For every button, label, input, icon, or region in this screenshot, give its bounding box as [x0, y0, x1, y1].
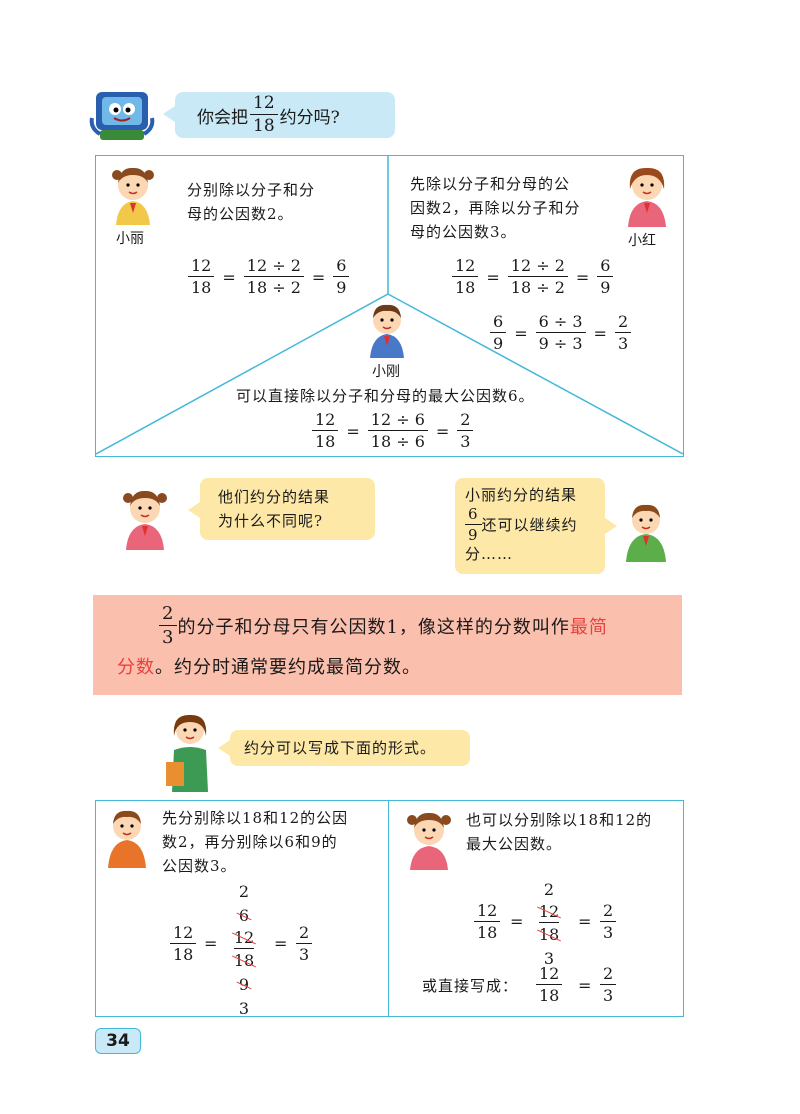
bottom-left-stack: 2 6 12 18 9 3	[233, 882, 255, 1018]
definition-term1: 最简	[569, 617, 608, 638]
xiaohong-avatar	[620, 163, 674, 227]
xiaogang-avatar	[362, 300, 412, 358]
bottom-left-equals-1: =	[204, 934, 218, 953]
definition-part1: 的分子和分母只有公因数1，像这样的分数叫作	[177, 617, 570, 638]
question-why-bubble: 他们约分的结果 为什么不同呢?	[188, 478, 375, 540]
direct-equals: =	[578, 976, 592, 995]
triangle-divider	[96, 156, 683, 455]
boy-orange-avatar	[100, 806, 154, 868]
question-before: 你会把	[197, 107, 248, 128]
xiaoli-avatar	[108, 163, 158, 225]
question-after: 约分吗?	[279, 107, 340, 128]
xiaoli-text: 分别除以分子和分 母的公因数2。	[187, 181, 316, 223]
xiaogang-text: 可以直接除以分子和分母的最大公因数6。	[236, 387, 535, 405]
xiaohong-text: 先除以分子和分母的公 因数2，再除以分子和分 母的公因数3。	[410, 175, 581, 241]
computer-mascot-icon	[88, 88, 156, 146]
bottom-right-equals-2: =	[578, 912, 592, 931]
xiaogang-name: 小刚	[372, 364, 400, 380]
definition-part2: 。约分时通常要约成最简分数。	[155, 657, 421, 678]
bottom-right-text: 也可以分别除以18和12的 最大公因数。	[466, 811, 653, 853]
bottom-left-equals-2: =	[274, 934, 288, 953]
methods-box	[95, 155, 684, 457]
xiaoli-name: 小丽	[116, 231, 144, 247]
girl-bottom-avatar	[402, 808, 456, 870]
definition-term2: 分数	[117, 657, 155, 678]
xiaohong-name: 小红	[628, 233, 656, 249]
direct-label: 或直接写成：	[422, 977, 519, 995]
teacher-bubble: 约分可以写成下面的形式。	[218, 730, 470, 766]
boy-avatar	[618, 500, 674, 562]
page-number: 34	[95, 1028, 141, 1054]
girl-avatar	[118, 486, 172, 550]
bottom-left-text: 先分别除以18和12的公因 数2，再分别除以6和9的 公因数3。	[162, 809, 349, 875]
teacher-avatar	[160, 710, 220, 792]
bottom-right-equals-1: =	[510, 912, 524, 931]
bottom-right-stack: 2 12 18 3	[538, 880, 560, 968]
notation-box	[95, 800, 684, 1017]
